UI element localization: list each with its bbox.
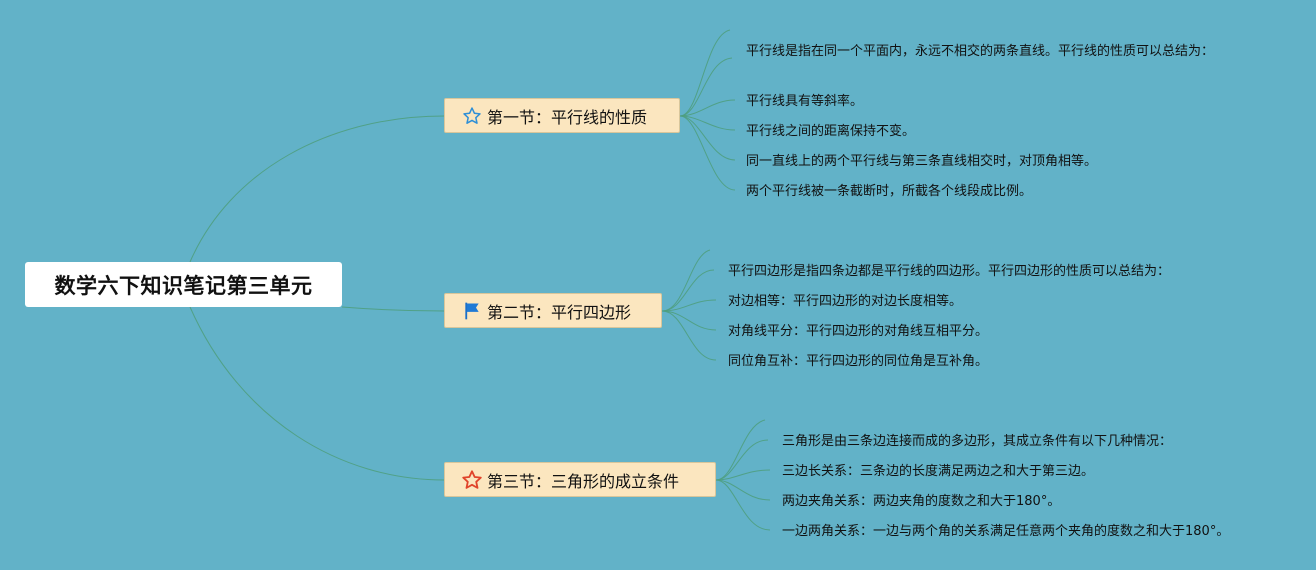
note-text: 一边两角关系：一边与两个角的关系满足任意两个夹角的度数之和大于180°。 [782,524,1230,539]
branch-title: 第一节：平行线的性质 [487,107,648,127]
note-1-1: 平行线是指在同一个平面内，永远不相交的两条直线。平行线的性质可以总结为： [746,42,1226,61]
branch-section-1[interactable]: 第一节：平行线的性质 [444,98,680,133]
note-3-1: 三角形是由三条边连接而成的多边形，其成立条件有以下几种情况： [782,432,1172,451]
note-text: 三角形是由三条边连接而成的多边形，其成立条件有以下几种情况： [782,434,1173,449]
note-3-4: 一边两角关系：一边与两个角的关系满足任意两个夹角的度数之和大于180°。 [782,522,1229,541]
note-2-2: 对边相等：平行四边形的对边长度相等。 [728,292,962,311]
note-3-2: 三边长关系：三条边的长度满足两边之和大于第三边。 [782,462,1094,481]
note-1-2: 平行线具有等斜率。 [746,92,863,111]
note-1-5: 两个平行线被一条截断时，所截各个线段成比例。 [746,182,1032,201]
note-text: 同一直线上的两个平行线与第三条直线相交时，对顶角相等。 [746,154,1098,169]
note-text: 平行线是指在同一个平面内，永远不相交的两条直线。平行线的性质可以总结为： [746,44,1215,59]
branch-title: 第三节：三角形的成立条件 [487,471,680,491]
note-2-3: 对角线平分：平行四边形的对角线互相平分。 [728,322,988,341]
star-outline-red-icon [461,469,483,491]
note-text: 两个平行线被一条截断时，所截各个线段成比例。 [746,184,1033,199]
note-1-4: 同一直线上的两个平行线与第三条直线相交时，对顶角相等。 [746,152,1097,171]
root-topic[interactable]: 数学六下知识笔记第三单元 [25,262,342,307]
note-text: 同位角互补：平行四边形的同位角是互补角。 [728,354,989,369]
note-text: 对角线平分：平行四边形的对角线互相平分。 [728,324,989,339]
note-text: 两边夹角关系：两边夹角的度数之和大于180°。 [782,494,1061,509]
note-text: 平行四边形是指四条边都是平行线的四边形。平行四边形的性质可以总结为： [728,264,1171,279]
note-text: 对边相等：平行四边形的对边长度相等。 [728,294,963,309]
branch-section-3[interactable]: 第三节：三角形的成立条件 [444,462,716,497]
note-3-3: 两边夹角关系：两边夹角的度数之和大于180°。 [782,492,1060,511]
note-text: 平行线之间的距离保持不变。 [746,124,916,139]
blue-flag-icon [461,300,483,322]
note-2-1: 平行四边形是指四条边都是平行线的四边形。平行四边形的性质可以总结为： [728,262,1170,281]
root-title: 数学六下知识笔记第三单元 [54,273,313,298]
note-text: 三边长关系：三条边的长度满足两边之和大于第三边。 [782,464,1095,479]
branch-section-2[interactable]: 第二节：平行四边形 [444,293,662,328]
note-2-4: 同位角互补：平行四边形的同位角是互补角。 [728,352,988,371]
note-1-3: 平行线之间的距离保持不变。 [746,122,915,141]
note-text: 平行线具有等斜率。 [746,94,864,109]
branch-title: 第二节：平行四边形 [487,302,632,322]
star-outline-blue-icon [461,105,483,127]
